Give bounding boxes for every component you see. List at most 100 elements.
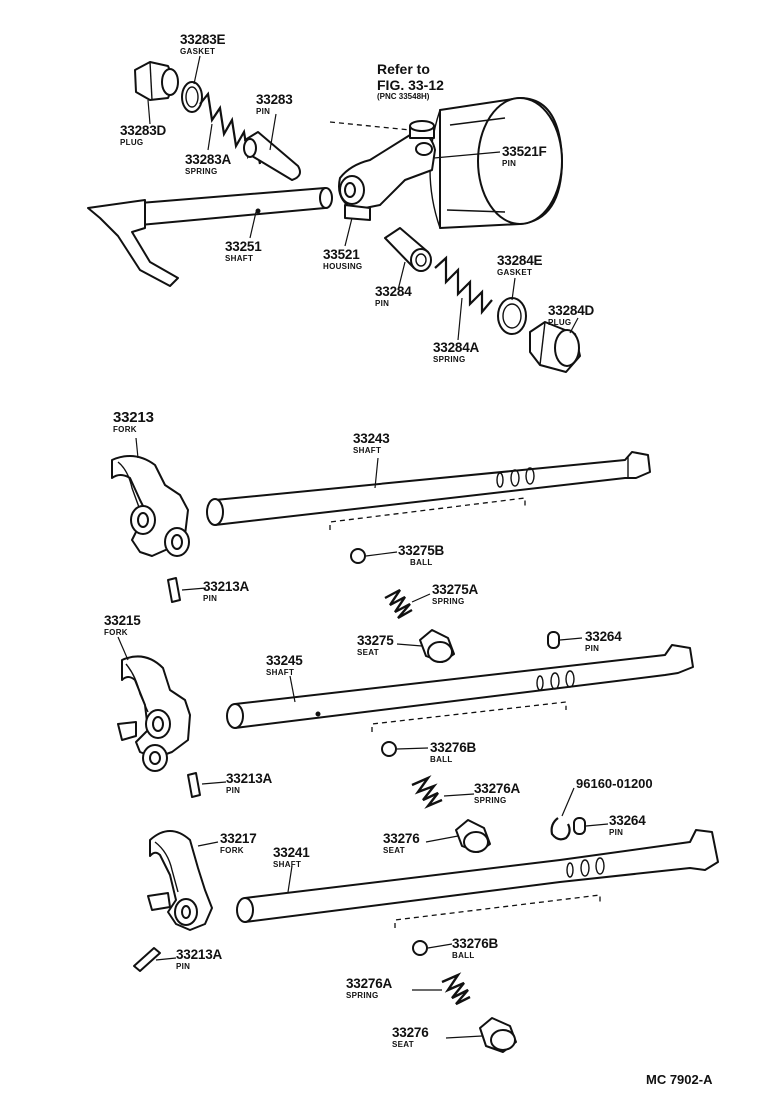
seat-33275 — [419, 629, 455, 663]
label-33276-1: 33276 SEAT — [383, 832, 420, 855]
part-number: 33275A — [432, 582, 479, 597]
housing-pin — [409, 120, 435, 139]
label-33217: 33217 FORK — [220, 832, 257, 855]
pin-33213a-2 — [187, 772, 201, 798]
label-33283e: 33283E GASKET — [180, 33, 226, 56]
part-number: 33213A — [176, 947, 223, 962]
part-name: PLUG — [548, 317, 572, 327]
part-name: GASKET — [180, 46, 216, 56]
part-number: 33215 — [104, 613, 141, 628]
part-name: PIN — [375, 298, 390, 308]
part-name: GASKET — [497, 267, 533, 277]
label-33213a-1: 33213A PIN — [203, 580, 249, 603]
part-name: PIN — [609, 827, 624, 837]
label-33245: 33245 SHAFT — [266, 654, 303, 677]
part-number: 33275 — [357, 633, 394, 648]
spring-33276a-2 — [441, 972, 471, 1006]
reference-line-3: (PNC 33548H) — [377, 92, 430, 101]
part-name: SPRING — [433, 354, 466, 364]
label-33283: 33283 PIN — [256, 93, 293, 116]
fork-33215 — [117, 655, 191, 772]
part-name: PIN — [203, 593, 218, 603]
part-number: 33283A — [185, 152, 232, 167]
part-name: SPRING — [474, 795, 507, 805]
shaft-33245 — [226, 644, 694, 732]
part-name: SHAFT — [225, 253, 254, 263]
label-33276a-2: 33276A SPRING — [346, 977, 392, 1000]
part-number: 33275B — [398, 543, 445, 558]
part-number: 33264 — [585, 629, 622, 644]
label-33276b-1: 33276B BALL — [430, 741, 476, 764]
spring-33275a — [384, 588, 413, 620]
ball-33275b — [350, 548, 366, 564]
label-33241: 33241 SHAFT — [273, 846, 310, 869]
fork-33217 — [147, 830, 213, 931]
part-name: FORK — [104, 627, 128, 637]
part-number: 33284E — [497, 253, 543, 268]
leader-lines — [117, 55, 609, 1039]
part-number: 33276A — [346, 976, 393, 991]
part-number: 33283 — [256, 92, 293, 107]
shaft-33241 — [236, 829, 719, 928]
pin-33264-2 — [573, 817, 586, 835]
part-name: SEAT — [392, 1039, 414, 1049]
part-name: PIN — [256, 106, 271, 116]
part-name: FORK — [220, 845, 244, 855]
label-33213a-3: 33213A PIN — [176, 948, 222, 971]
label-33276b-2: 33276B BALL — [452, 937, 498, 960]
part-number: 33276 — [383, 831, 420, 846]
part-number: 33284A — [433, 340, 480, 355]
spring-33276a-1 — [411, 775, 443, 809]
label-33284: 33284 PIN — [375, 285, 412, 308]
part-number: 33241 — [273, 845, 310, 860]
part-name: BALL — [410, 557, 433, 567]
pin-33213a-1 — [167, 577, 181, 603]
part-name: PIN — [502, 158, 517, 168]
part-name: PIN — [176, 961, 191, 971]
part-name: HOUSING — [323, 261, 363, 271]
seat-33276-2 — [479, 1017, 517, 1053]
part-name: PIN — [585, 643, 600, 653]
part-name: SPRING — [346, 990, 379, 1000]
part-number: 33521 — [323, 247, 360, 262]
label-33276a-1: 33276A SPRING — [474, 782, 520, 805]
reference-line-2: FIG. 33-12 — [377, 77, 444, 93]
label-33213a-2: 33213A PIN — [226, 772, 272, 795]
plug-33283d — [134, 61, 179, 101]
part-name: SPRING — [185, 166, 218, 176]
part-number: 96160-01200 — [576, 776, 653, 791]
part-number: 33213A — [226, 771, 273, 786]
label-33284a: 33284A SPRING — [433, 341, 479, 364]
part-name: SHAFT — [273, 859, 302, 869]
part-number: 33245 — [266, 653, 303, 668]
pin-33264-1 — [547, 631, 560, 649]
label-33521f: 33521F PIN — [502, 145, 547, 168]
part-name: PIN — [226, 785, 241, 795]
label-33521: 33521 HOUSING — [323, 248, 362, 271]
part-number: 33264 — [609, 813, 646, 828]
part-number: 33251 — [225, 239, 262, 254]
spring-33284a — [434, 255, 493, 316]
label-33275b: 33275B BALL — [398, 544, 444, 567]
label-33276-2: 33276 SEAT — [392, 1026, 429, 1049]
part-number: 33217 — [220, 831, 257, 846]
gasket-33284e — [497, 297, 527, 335]
label-33284e: 33284E GASKET — [497, 253, 543, 277]
part-name: PLUG — [120, 137, 144, 147]
plug-33284d — [529, 321, 581, 373]
part-number: 33276B — [430, 740, 477, 755]
part-name: BALL — [452, 950, 475, 960]
part-number: 33243 — [353, 431, 390, 446]
label-33243: 33243 SHAFT — [353, 432, 390, 455]
ball-33276b-2 — [412, 940, 428, 956]
label-33283d: 33283D PLUG — [120, 124, 166, 147]
shift-housing-lever — [338, 132, 436, 221]
label-33264-1: 33264 PIN — [585, 630, 622, 653]
part-name: SEAT — [383, 845, 405, 855]
transmission-housing-cylinder — [329, 97, 563, 229]
part-name: FORK — [113, 425, 137, 434]
fork-33213 — [111, 455, 190, 557]
selector-shaft-33251 — [87, 187, 333, 287]
reference-note: Refer to FIG. 33-12 (PNC 33548H) — [377, 62, 444, 101]
label-33213: 33213 FORK — [113, 410, 154, 434]
